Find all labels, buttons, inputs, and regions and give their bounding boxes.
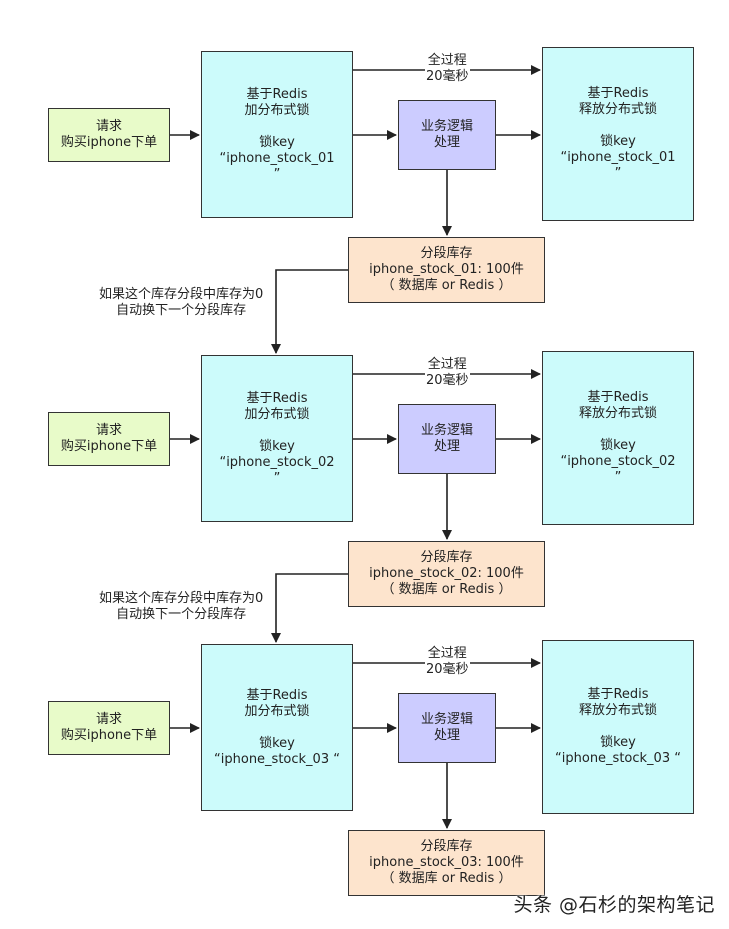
release-lock-text: 释放分布式锁 xyxy=(578,102,657,117)
release-lock-text: 基于Redis xyxy=(587,86,649,101)
acquire-lock-text: 加分布式锁 xyxy=(244,102,310,118)
stock-segment-text: （ 数据库 or Redis ） xyxy=(381,278,512,293)
acquire-lock-text: 锁key xyxy=(259,134,295,150)
request-box-1: 请求购买iphone下单 xyxy=(48,108,170,162)
stock-segment-text: iphone_stock_01: 100件 xyxy=(369,262,524,277)
acquire-lock-text: “iphone_stock_01 xyxy=(219,150,335,166)
request-box-2: 请求购买iphone下单 xyxy=(48,412,170,466)
stock-segment-text: （ 数据库 or Redis ） xyxy=(381,582,512,597)
release-lock-text: “iphone_stock_03 “ xyxy=(555,751,681,766)
request-text: 购买iphone下单 xyxy=(60,439,158,454)
timing-label-1-line: 20毫秒 xyxy=(426,69,469,84)
business-logic-text: 处理 xyxy=(433,135,460,150)
request-text: 请求 xyxy=(95,423,122,438)
switch-note-2-line: 自动换下一个分段库存 xyxy=(116,607,247,622)
request-text: 购买iphone下单 xyxy=(60,728,158,743)
release-lock-text: “iphone_stock_01 xyxy=(560,150,676,165)
arrow-switch-segment-1 xyxy=(271,269,348,354)
switch-note-1-line: 自动换下一个分段库存 xyxy=(116,303,247,318)
acquire-lock-text: ” xyxy=(273,470,281,486)
business-logic-box-3: 业务逻辑处理 xyxy=(398,693,496,763)
stock-segment-text: iphone_stock_02: 100件 xyxy=(369,566,524,581)
business-logic-box-2: 业务逻辑处理 xyxy=(398,404,496,474)
request-text: 请求 xyxy=(95,119,122,134)
release-lock-text: 锁key xyxy=(600,134,636,149)
release-lock-text: 锁key xyxy=(600,438,636,453)
stock-segment-text: 分段库存 xyxy=(420,246,473,261)
request-text: 请求 xyxy=(95,712,122,727)
acquire-lock-text: 基于Redis xyxy=(246,687,308,703)
stock-segment-text: 分段库存 xyxy=(420,550,473,565)
release-lock-text: 释放分布式锁 xyxy=(578,703,657,718)
release-lock-text: ” xyxy=(614,166,622,181)
timing-label-3-line: 20毫秒 xyxy=(426,662,469,677)
business-logic-text: 处理 xyxy=(433,728,460,743)
switch-note-2-line: 如果这个库存分段中库存为0 xyxy=(99,591,264,606)
request-box-3: 请求购买iphone下单 xyxy=(48,701,170,755)
stock-segment-text: （ 数据库 or Redis ） xyxy=(381,871,512,886)
timing-label-1-line: 全过程 xyxy=(427,53,467,68)
business-logic-text: 处理 xyxy=(433,439,460,454)
business-logic-text: 业务逻辑 xyxy=(420,119,473,134)
timing-label-3-line: 全过程 xyxy=(427,646,467,661)
acquire-lock-text: 基于Redis xyxy=(246,86,308,102)
request-text: 购买iphone下单 xyxy=(60,135,158,150)
business-logic-text: 业务逻辑 xyxy=(420,712,473,727)
release-lock-text: 锁key xyxy=(600,735,636,750)
acquire-lock-text: “iphone_stock_03 “ xyxy=(214,751,340,767)
release-lock-text: 释放分布式锁 xyxy=(578,406,657,421)
release-lock-text: “iphone_stock_02 xyxy=(560,454,676,469)
stock-segment-text: 分段库存 xyxy=(420,839,473,854)
acquire-lock-text: 加分布式锁 xyxy=(244,406,310,422)
acquire-lock-text: “iphone_stock_02 xyxy=(219,454,335,470)
timing-label-2-line: 全过程 xyxy=(427,357,467,372)
business-logic-box-1: 业务逻辑处理 xyxy=(398,100,496,170)
release-lock-text: ” xyxy=(614,470,622,485)
stock-segment-text: iphone_stock_03: 100件 xyxy=(369,855,524,870)
acquire-lock-text: 加分布式锁 xyxy=(244,703,310,719)
arrow-switch-segment-2 xyxy=(271,573,348,643)
acquire-lock-text: 基于Redis xyxy=(246,390,308,406)
acquire-lock-text: 锁key xyxy=(259,735,295,751)
acquire-lock-text: ” xyxy=(273,166,281,182)
acquire-lock-text: 锁key xyxy=(259,438,295,454)
release-lock-text: 基于Redis xyxy=(587,687,649,702)
switch-note-1-line: 如果这个库存分段中库存为0 xyxy=(99,287,264,302)
watermark: 头条 @石杉的架构笔记 xyxy=(513,894,715,916)
release-lock-text: 基于Redis xyxy=(587,390,649,405)
business-logic-text: 业务逻辑 xyxy=(420,423,473,438)
timing-label-2-line: 20毫秒 xyxy=(426,373,469,388)
